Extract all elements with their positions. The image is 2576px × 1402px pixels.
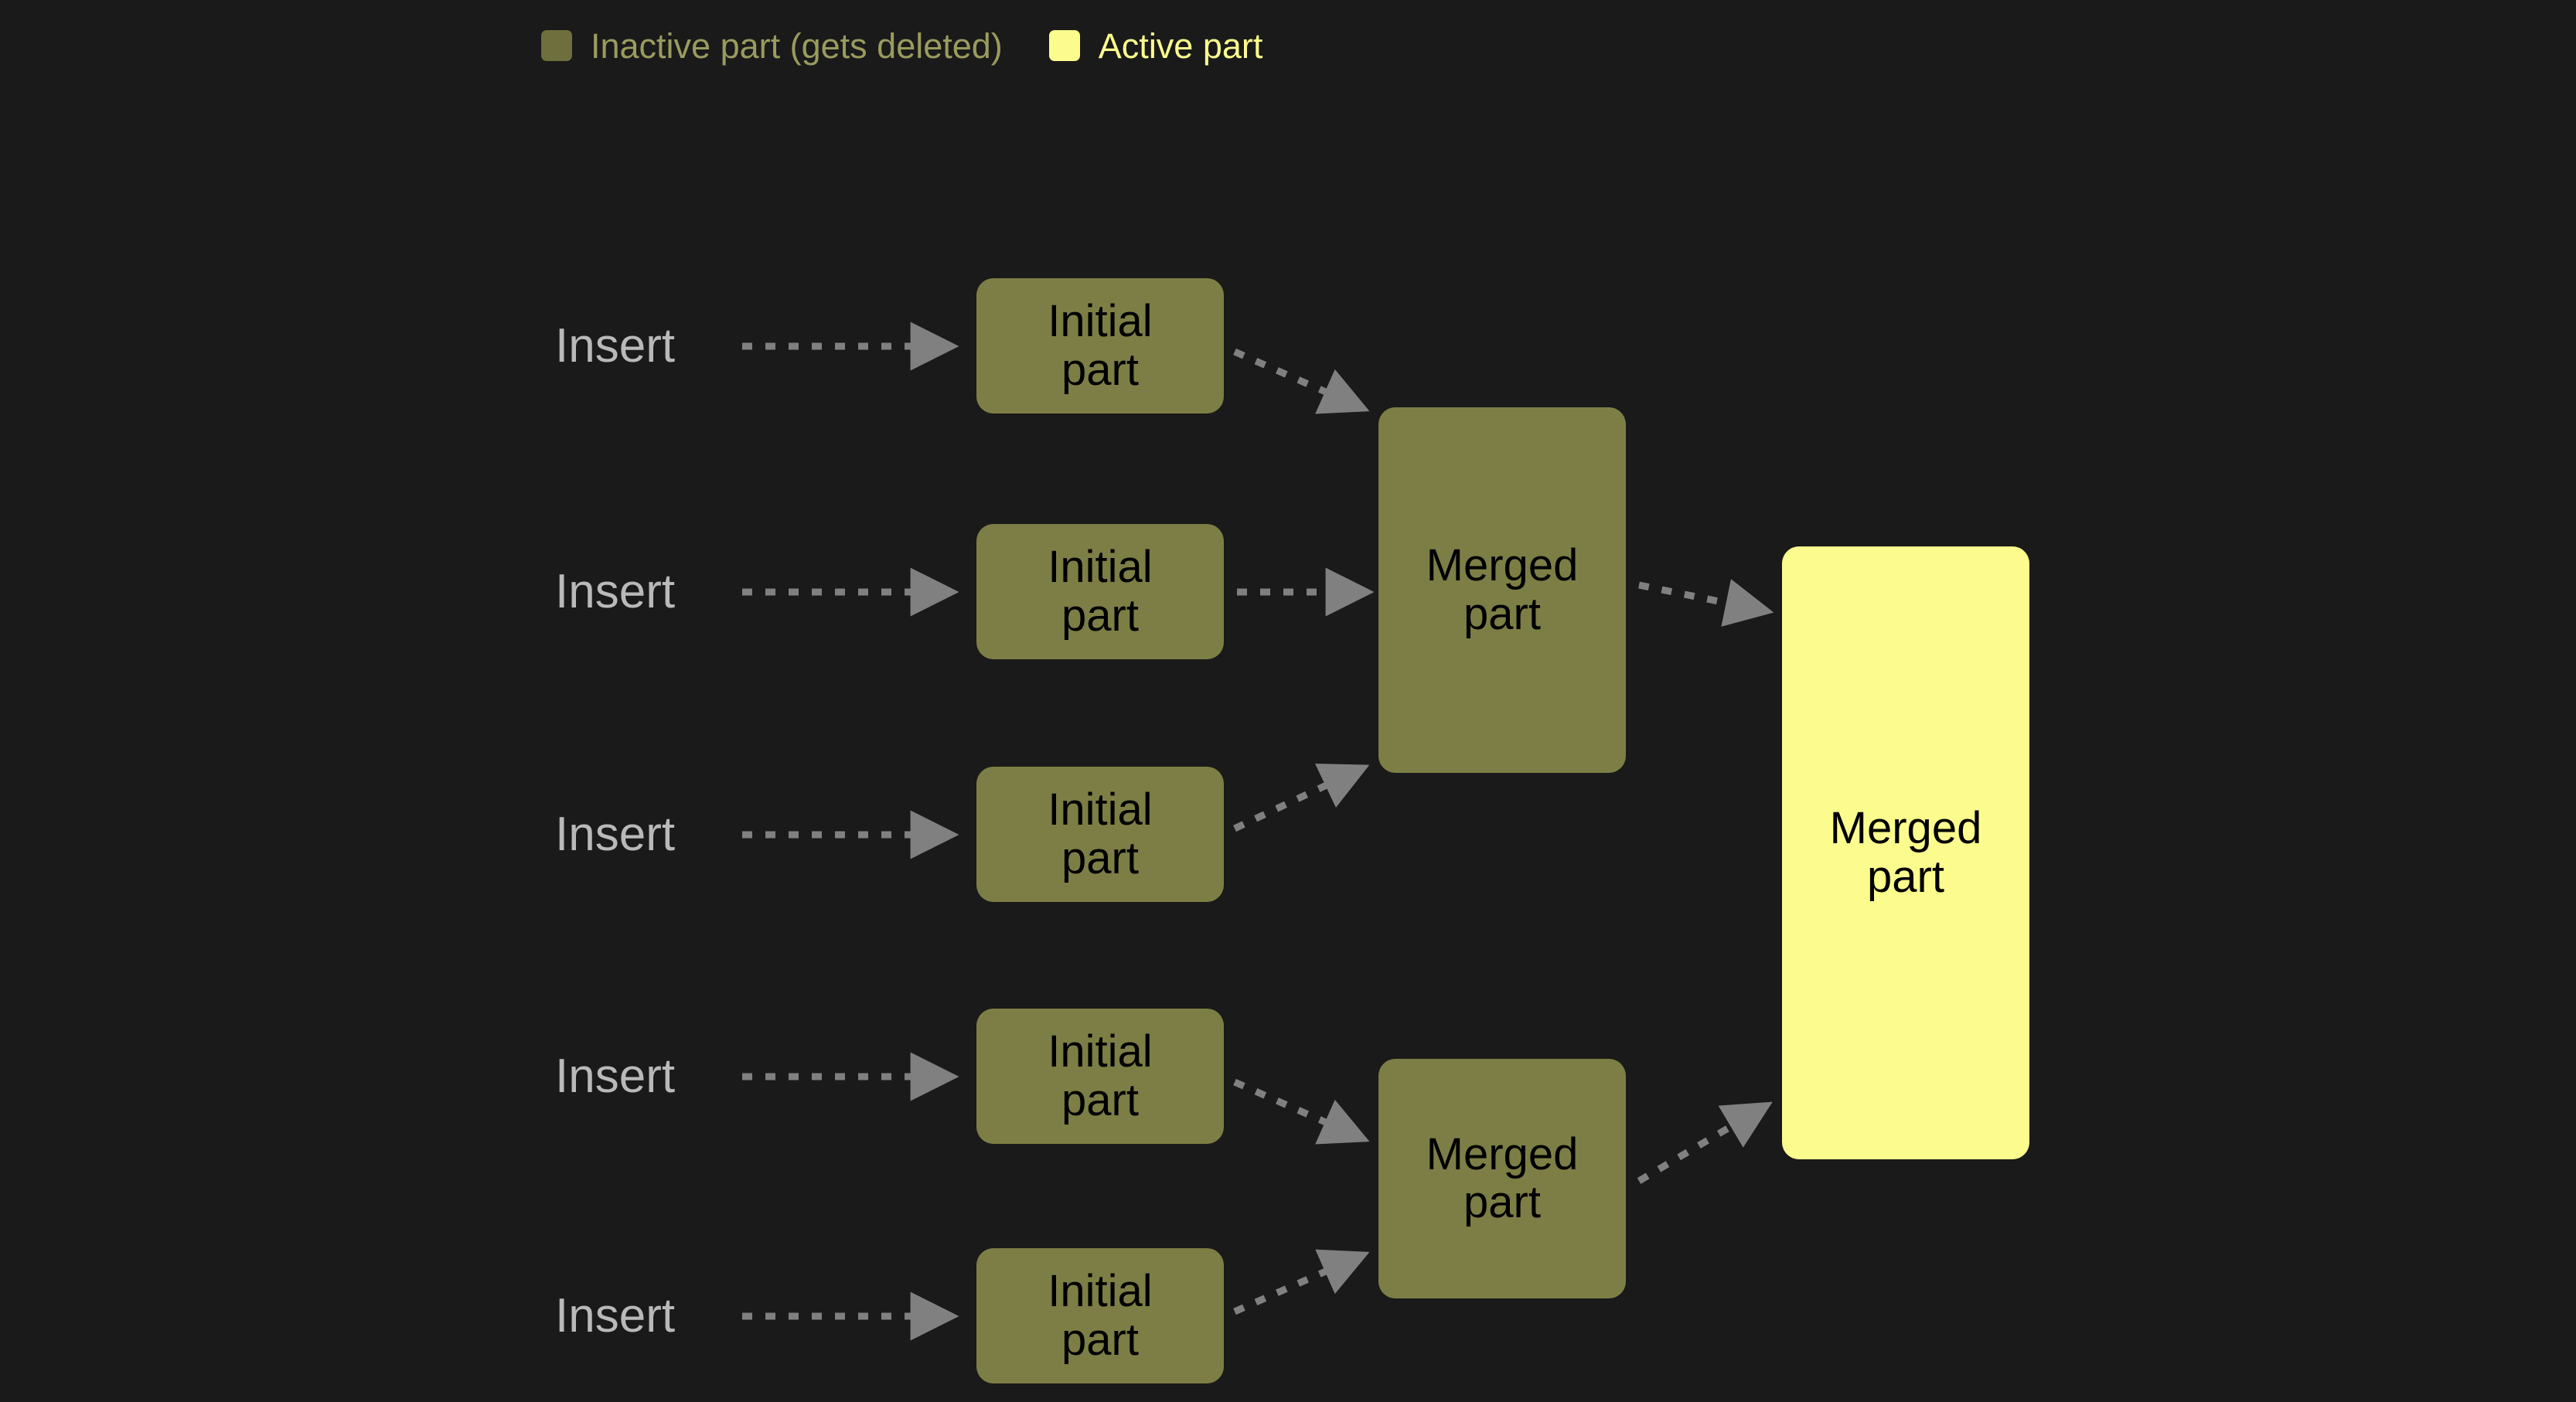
insert-label-4: Insert [555, 1050, 676, 1103]
legend-item-active: Active part [1048, 26, 1263, 66]
merged-part-2[interactable]: Merged part [1378, 1059, 1626, 1298]
merged-part-1[interactable]: Merged part [1378, 407, 1626, 773]
legend: Inactive part (gets deleted) Active part [541, 20, 1262, 71]
edge-initial-part-3-to-merged-part-1 [1233, 764, 1370, 832]
edge-merged-part-1-to-final-merged-part [1638, 579, 1774, 627]
initial-part-3[interactable]: Initial part [976, 767, 1224, 902]
initial-part-5[interactable]: Initial part [976, 1248, 1224, 1383]
edge-merged-part-2-to-final-merged-part [1637, 1101, 1773, 1184]
legend-label-active: Active part [1098, 26, 1263, 66]
legend-swatch-active-icon [1048, 30, 1080, 61]
insert-label-3: Insert [555, 808, 676, 861]
legend-item-inactive: Inactive part (gets deleted) [541, 29, 1003, 63]
initial-part-4[interactable]: Initial part [976, 1009, 1224, 1144]
edge-initial-part-5-to-merged-part-2 [1233, 1249, 1370, 1315]
insert-label-5: Insert [555, 1289, 676, 1342]
legend-swatch-inactive-icon [541, 30, 572, 61]
insert-label-2: Insert [555, 565, 676, 618]
final-merged-part[interactable]: Merged part [1782, 546, 2029, 1159]
initial-part-2[interactable]: Initial part [976, 524, 1224, 659]
edge-initial-part-4-to-merged-part-2 [1233, 1078, 1370, 1145]
edge-initial-part-1-to-merged-part-1 [1233, 348, 1370, 414]
insert-label-1: Insert [555, 319, 676, 373]
initial-part-1[interactable]: Initial part [976, 278, 1224, 413]
legend-label-inactive: Inactive part (gets deleted) [591, 26, 1003, 66]
